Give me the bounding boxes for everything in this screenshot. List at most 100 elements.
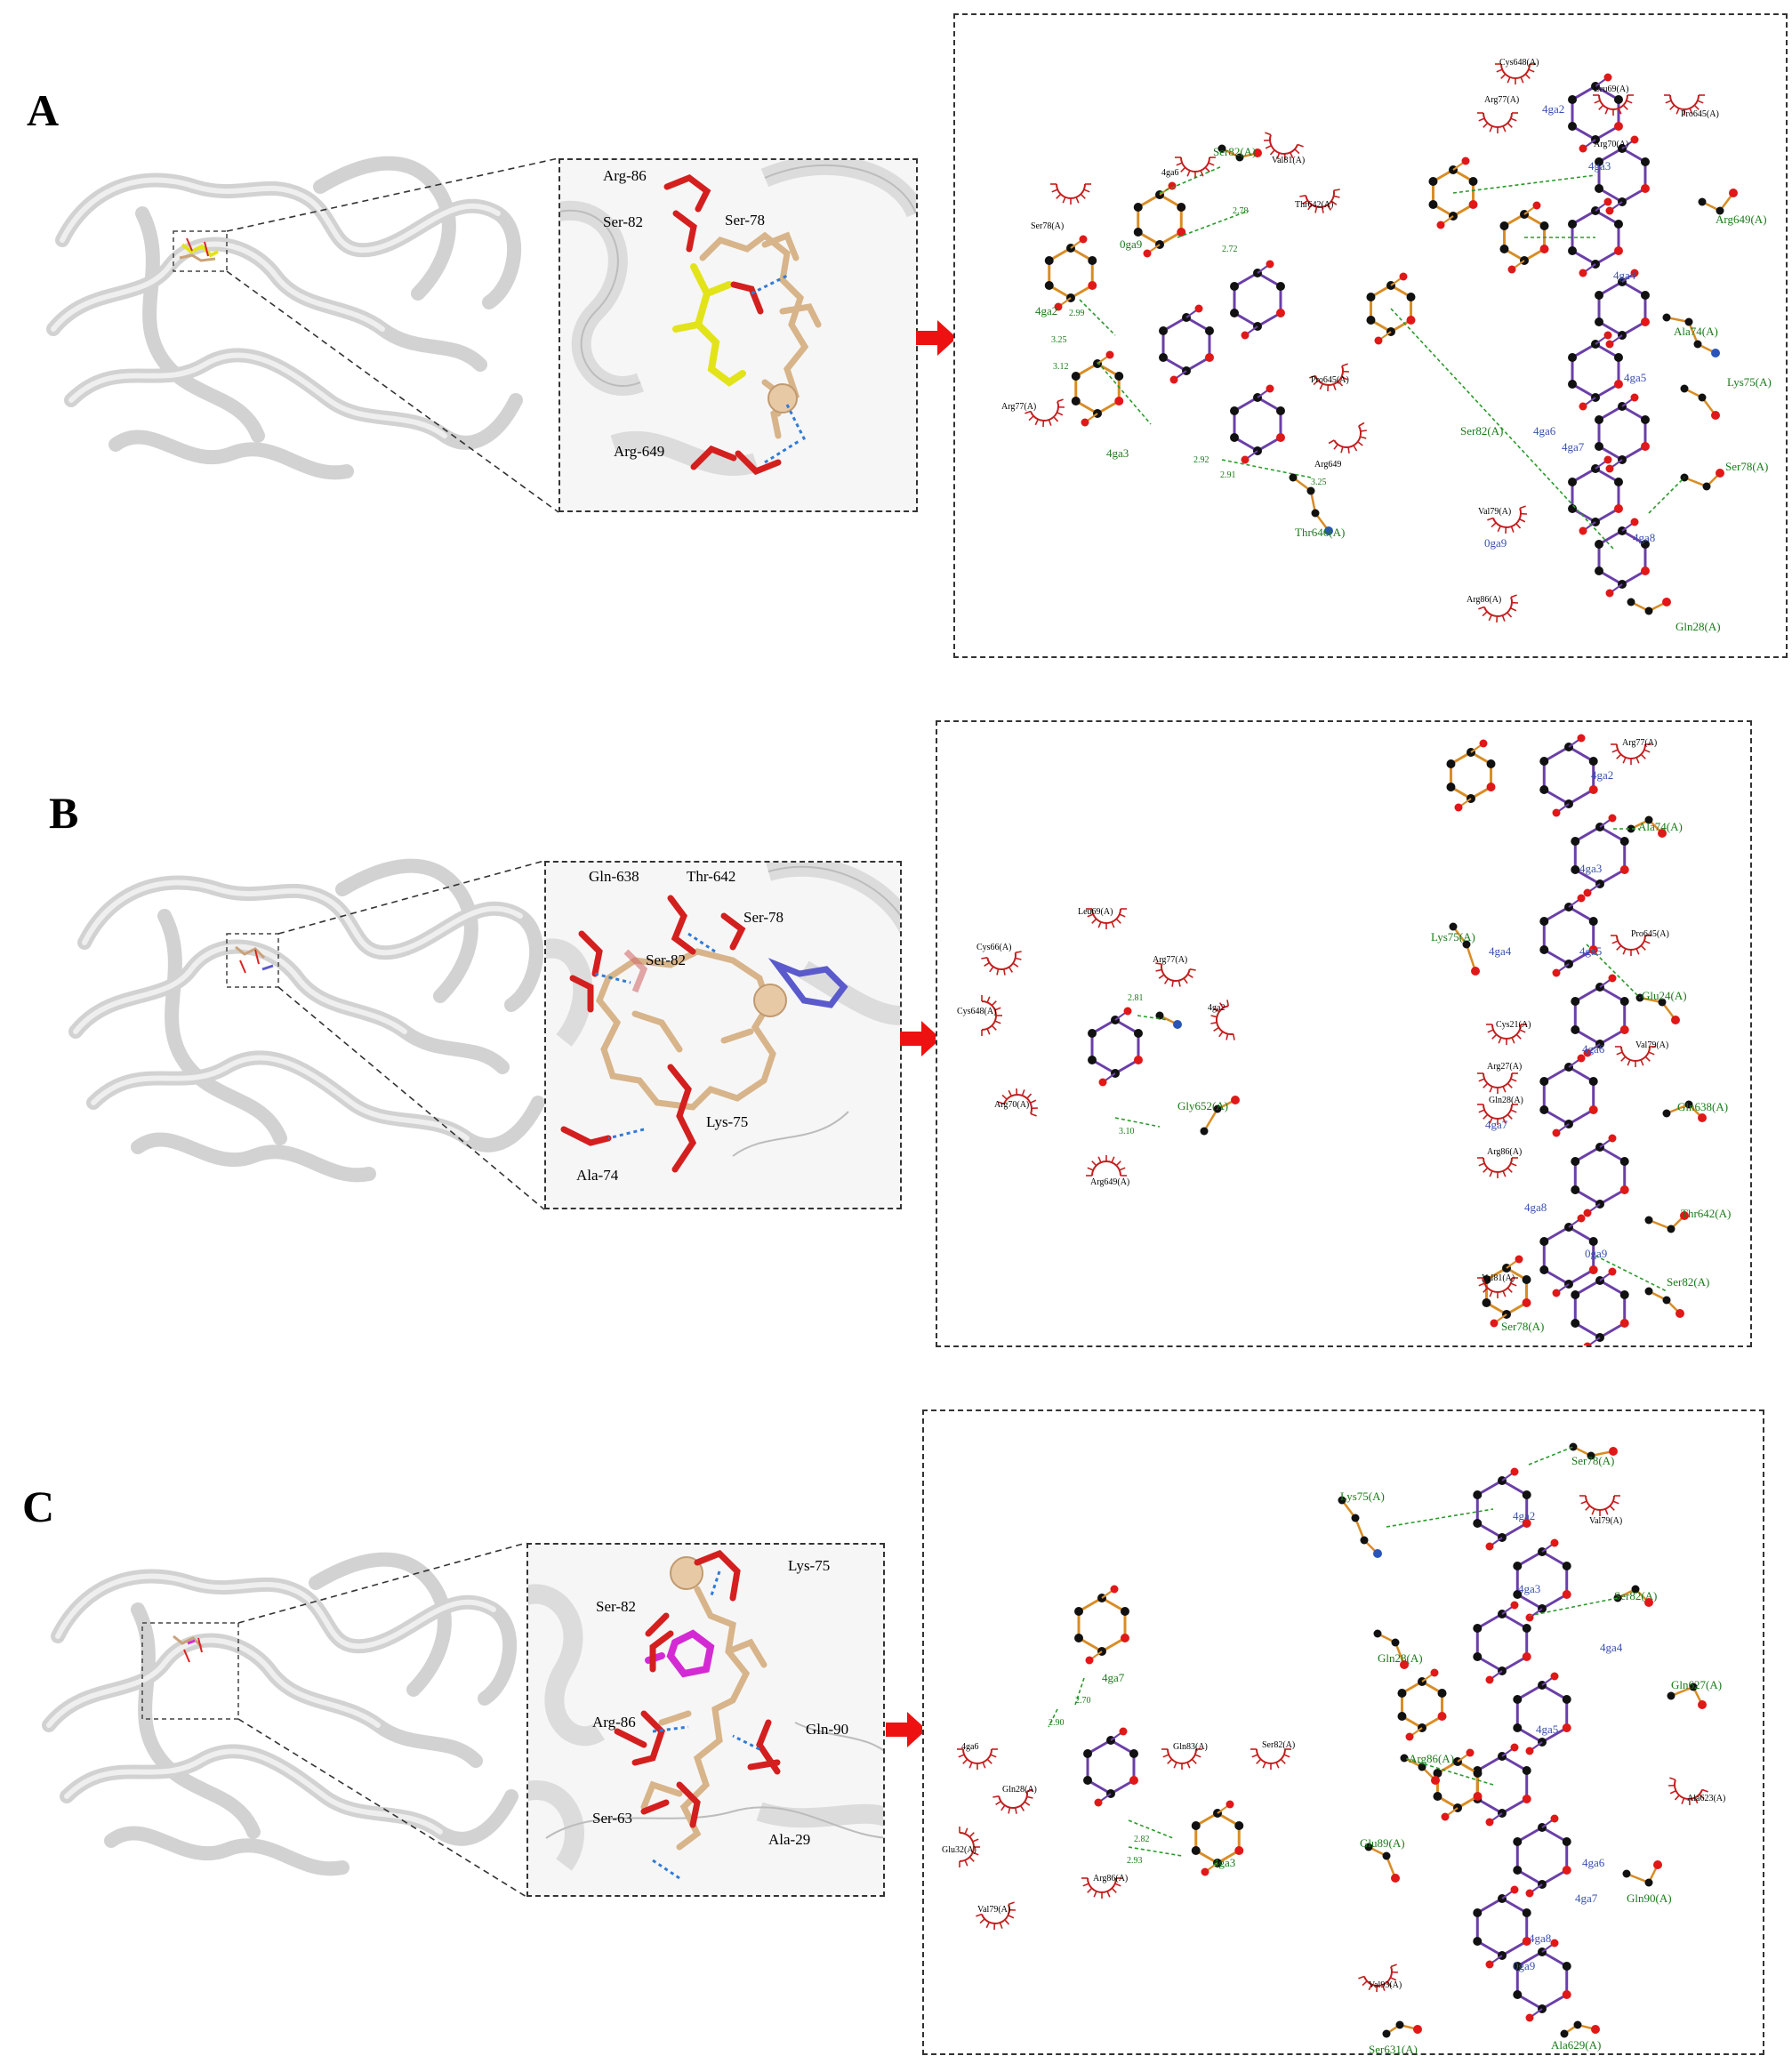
hydrophobic-contact-arc (1025, 398, 1065, 428)
hydrogen-bond (1097, 361, 1152, 425)
residue-sidechain (1217, 144, 1262, 162)
hydrophobic-contact-arc (1593, 94, 1634, 116)
residue-sidechain (1364, 1843, 1400, 1883)
residue-sidechain (1627, 598, 1671, 615)
binding-site-zoom: Gln-638 Thr-642 Ser-78 Ser-82 Lys-75 Ala… (544, 861, 902, 1209)
sugar-ring (1595, 135, 1650, 215)
distance-label: 3.25 (1051, 335, 1067, 345)
hydrophobic-contact-arc (1477, 1277, 1518, 1298)
residue-sidechain (1622, 1860, 1662, 1887)
hbond-residue-label: Gly652(A) (1177, 1099, 1229, 1112)
residue-sticks (614, 1549, 781, 1828)
sugar-ring (1568, 455, 1623, 535)
arrow-icon (916, 320, 957, 356)
binding-site-render (546, 863, 900, 1173)
sugar-ring (1366, 272, 1416, 345)
hydrophobic-contact-arc (1486, 1024, 1527, 1045)
residue-label: Lys-75 (706, 1113, 749, 1130)
unit-label: 0ga9 (1585, 1247, 1608, 1260)
residue-sticks (560, 895, 746, 1173)
distance-label: 2.72 (1222, 245, 1238, 254)
hydrophobic-contact-arc (1086, 1155, 1127, 1177)
residue-label: Arg86(A) (1467, 595, 1502, 605)
sugar-ring (1433, 1748, 1483, 1821)
hydrogen-bond (1128, 1846, 1183, 1857)
residue-label: Ser-78 (725, 212, 765, 229)
hbond-residue-label: Lys75(A) (1431, 930, 1475, 944)
unit-label: 4ga2 (1513, 1509, 1536, 1522)
residue-label: Ser-82 (603, 213, 643, 230)
residue-label: Arg649 (1314, 460, 1342, 470)
hbond-residue-label: Gln28(A) (1378, 1651, 1423, 1665)
residue-label: Thr-642 (687, 868, 736, 885)
panel-letter: B (49, 788, 79, 838)
residue-label: Cys648(A) (957, 1007, 997, 1016)
distance-label: 2.93 (1127, 1856, 1143, 1866)
hbond-residue-label: Ser82(A) (1460, 424, 1504, 438)
residue-label: Pro645(A) (1631, 929, 1669, 939)
hydrophobic-contact-arc (1667, 1777, 1708, 1806)
hydrophobic-contact-arc (1477, 1104, 1518, 1125)
hydrogen-bond (1048, 1708, 1058, 1728)
hydrogen-bond (1079, 299, 1116, 336)
hydrophobic-contact-arc (1309, 363, 1350, 392)
residue-label: Ser-82 (596, 1598, 636, 1615)
sugar-ring (1571, 814, 1629, 897)
residue-label: Ser78(A) (1031, 221, 1065, 231)
hydrogen-bond (1528, 1597, 1619, 1617)
residue-label: Leu69(A) (1594, 84, 1629, 94)
hydrogen-bond (1586, 944, 1641, 999)
distance-label: 3.25 (1311, 478, 1327, 487)
unit-label: 4ga8 (1633, 531, 1656, 544)
hbond-residue-label: Arg86(A) (1409, 1752, 1455, 1765)
residue-sidechain (1338, 1496, 1382, 1558)
unit-label: 4ga8 (1524, 1201, 1547, 1214)
hbond-residue-label: Glu24(A) (1642, 989, 1687, 1002)
residue-label: Val93(A) (1369, 1980, 1402, 1990)
residue-label: Arg-86 (603, 167, 647, 184)
residue-label: 4ga6 (1161, 168, 1179, 178)
hydrophobic-contact-arc (1263, 132, 1304, 161)
distance-label: 2.99 (1069, 309, 1085, 318)
hbond-residue-label: Lys75(A) (1340, 1490, 1385, 1503)
hydrophobic-contact-arc (981, 951, 1022, 976)
hydrophobic-contact-arc (998, 1088, 1039, 1117)
hydrophobic-contact-arc (1161, 1748, 1202, 1770)
hbond-residue-label: Gln90(A) (1627, 1891, 1672, 1905)
residue-sidechain (1289, 473, 1333, 535)
residue-label: Arg70(A) (1594, 140, 1629, 149)
sugar-ring (1191, 1800, 1244, 1876)
hbond-residue-label: Ala74(A) (1674, 325, 1718, 338)
unit-label: 4ga2 (1035, 304, 1058, 317)
protein-surface (42, 1552, 518, 1876)
sugar-ring (1071, 350, 1124, 427)
hydrophobic-contact-arc (1477, 1072, 1518, 1094)
distance-label: 2.78 (1233, 206, 1249, 216)
hydrophobic-contact-arc (1579, 1495, 1620, 1516)
unit-label: 4ga6 (1533, 424, 1556, 438)
residue-sidechain (1644, 1287, 1684, 1318)
ligplot-diagram: Leu69(A) Cys66(A) Arg77(A) Cys648(A) 4ga… (936, 720, 1752, 1347)
hydrogen-bond (1595, 1255, 1667, 1292)
hydrogen-bond (1386, 1508, 1494, 1528)
distance-label: 2.91 (1220, 470, 1236, 480)
residue-label: Arg77(A) (1484, 95, 1520, 105)
residue-label: Arg77(A) (1001, 402, 1037, 412)
sugar-ring (1499, 201, 1549, 274)
residue-sidechain (1680, 469, 1724, 491)
sugar-ring (1571, 974, 1629, 1057)
hbond-residue-label: Ala74(A) (1638, 820, 1683, 833)
unit-label: 4ga3 (1213, 1856, 1236, 1869)
residue-label: Gln-638 (589, 868, 639, 885)
hydrophobic-contact-arc (1250, 1748, 1291, 1770)
hydrogen-bond (1221, 459, 1312, 478)
sugar-ring (1044, 235, 1097, 311)
residue-label: Ala-74 (576, 1167, 619, 1184)
hydrophobic-contact-arc (1328, 422, 1367, 454)
sugar-ring (1159, 304, 1214, 384)
hydrogen-bond (1403, 1757, 1494, 1786)
binding-site-zoom: Arg-86 Ser-82 Ser-78 Arg-649 (558, 158, 918, 512)
residue-label: Gln83(A) (1173, 1742, 1208, 1752)
sugar-ring (1568, 197, 1623, 277)
metal-ion (753, 984, 787, 1017)
